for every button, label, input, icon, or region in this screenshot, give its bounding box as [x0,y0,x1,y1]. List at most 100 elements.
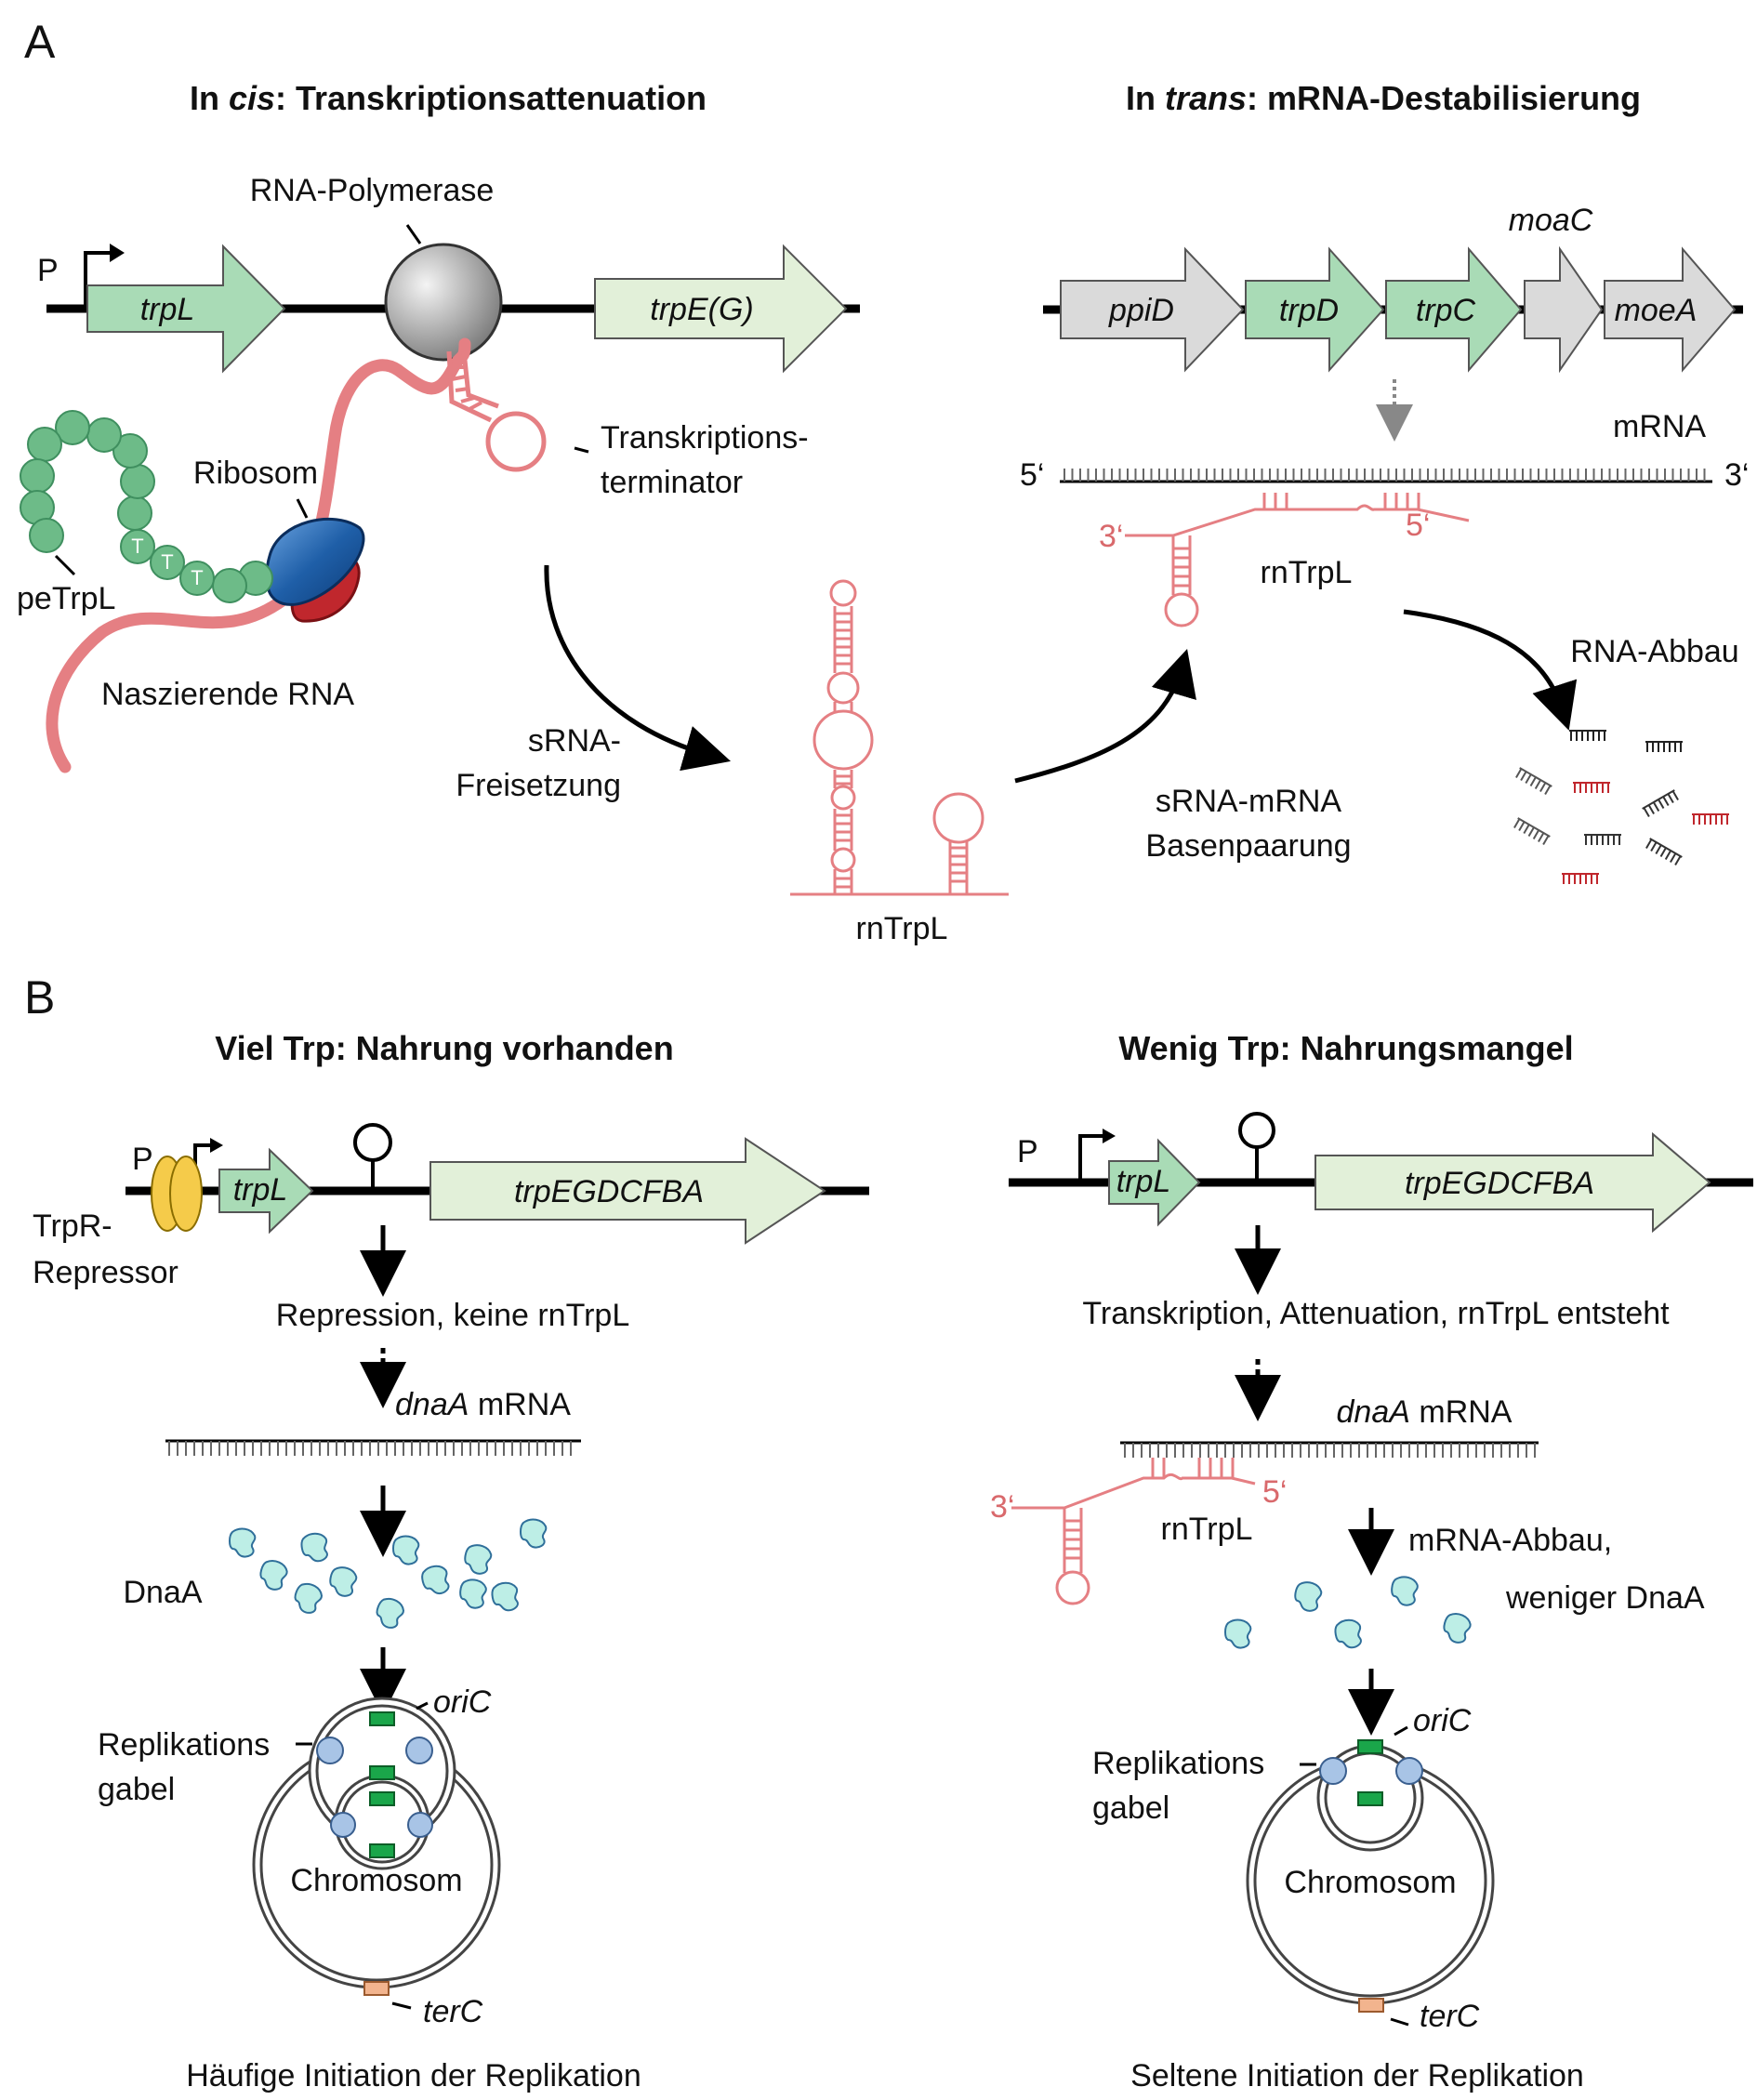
high-gene-trpL-label: trpL [233,1172,288,1208]
peptide-label: peTrpL [17,581,115,616]
high-operon-label: trpEGDCFBA [514,1174,704,1209]
trpr-repressor-icon [151,1156,203,1232]
low-fork-2-icon [1395,1757,1423,1785]
low-fork-label-1: Replikations [1092,1746,1264,1781]
high-fork-2-icon [405,1737,433,1764]
low-ori-2-icon [1357,1791,1383,1806]
low-srna-label: rnTrpL [1161,1512,1253,1547]
low-promoter-arrow-icon [1078,1134,1104,1182]
nascent-rna-label: Naszierende RNA [101,677,354,712]
high-fork-label-1: Replikations [98,1727,270,1763]
high-title: Viel Trp: Nahrung vorhanden [215,1029,673,1067]
high-gene-trpL [218,1147,314,1235]
low-result: Seltene Initiation der Replikation [1130,2058,1584,2093]
high-ori-icon [369,1711,395,1726]
low-mrna-label: dnaA mRNA [1337,1394,1513,1430]
trans-mrna-5end: 5‘ [1020,457,1044,493]
trans-pairing-lines-icon [1173,493,1420,588]
high-ori-2-icon [369,1765,395,1780]
high-attenuator-loop-icon [353,1123,392,1162]
cis-title: In cis: Transkriptionsattenuation [190,79,707,117]
srna-label: rnTrpL [856,911,948,946]
low-dnaa-mrna-strand [1120,1441,1539,1458]
high-fork-3-icon [330,1812,356,1838]
high-ter-leader [391,2001,412,2010]
panel-a-cis: In cis: Transkriptionsattenuation P trpL… [17,79,1009,946]
low-chromosome-label: Chromosom [1284,1865,1456,1900]
trans-gene-label-0: ppiD [1108,293,1174,328]
high-fork-4-icon [407,1812,433,1838]
rna-polymerase-icon [384,243,503,362]
trans-gene-label-1: trpD [1279,293,1339,328]
high-dnaa-proteins-icon [229,1518,548,1629]
low-operon-label: trpEGDCFBA [1405,1166,1594,1201]
high-ori-3-icon [369,1791,395,1806]
trans-gene-above-label: moaC [1509,203,1593,238]
trans-gene-trpD [1245,246,1385,373]
low-promoter-arrowhead-icon [1103,1129,1116,1143]
trans-mrna-strand [1060,469,1712,483]
trans-gene-moeA [1604,246,1737,373]
release-label-1: sRNA- [528,723,621,759]
low-ori-leader [1394,1725,1408,1737]
low-srna-5end: 5‘ [1262,1474,1287,1510]
degradation-arrow-icon [1403,609,1578,731]
low-step1: Transkription, Attenuation, rnTrpL entst… [1082,1296,1670,1331]
high-ter-icon [363,1981,390,1996]
trans-gene-ppiD [1060,246,1245,373]
low-degr-label-1: mRNA-Abbau, [1408,1523,1612,1558]
trans-title: In trans: mRNA-Destabilisierung [1126,79,1641,117]
srna-structure-icon [790,579,1009,896]
high-fork-label-2: gabel [98,1772,175,1807]
low-fork-label-2: gabel [1092,1790,1169,1826]
release-label-2: Freisetzung [456,768,621,803]
high-fork-icon [316,1737,344,1764]
low-ter-label: terC [1420,1999,1480,2034]
high-ori-label: oriC [433,1684,492,1720]
low-operon [1314,1131,1711,1234]
low-title: Wenig Trp: Nahrungsmangel [1118,1029,1573,1067]
low-fork-icon [1319,1757,1347,1785]
cis-gene-trpEG-label: trpE(G) [650,292,753,327]
high-promoter-arrow-icon [193,1143,212,1169]
high-step1: Repression, keine rnTrpL [276,1298,629,1333]
low-ori-label: oriC [1413,1703,1472,1738]
high-ori-leader [416,1701,429,1710]
low-ter-leader [1390,2017,1409,2027]
terminator-label-1: Transkriptions- [601,420,809,456]
low-ter-icon [1358,1998,1384,2013]
low-srna-3end: 3‘ [990,1489,1014,1525]
high-dnaa-mrna-strand [165,1439,581,1456]
polymerase-leader-line [405,224,422,244]
peptide-residue-1: T [131,535,143,558]
low-pairing-lines-icon [1064,1458,1235,1560]
pairing-label-1: sRNA-mRNA [1156,784,1342,819]
peptide-residue-3: T [191,566,203,589]
panel-a-letter: A [24,16,56,68]
trans-mrna-3end: 3‘ [1724,457,1749,493]
panel-b-high-trp: Viel Trp: Nahrung vorhanden P trpL TrpR-… [33,1029,869,2093]
low-degr-label-2: weniger DnaA [1505,1580,1705,1616]
trans-srna-3end: 3‘ [1099,519,1123,554]
repressor-label-1: TrpR- [33,1208,112,1244]
peptide-residue-2: T [161,550,173,574]
trans-gene-label-3: moeA [1615,293,1698,328]
high-chromosome-label: Chromosom [290,1863,462,1898]
release-arrow-icon [544,564,732,772]
low-gene-trpL-label: trpL [1116,1164,1171,1199]
low-attenuator-loop-icon [1238,1112,1275,1149]
high-chromosome-icon [252,1697,501,1989]
high-result: Häufige Initiation der Replikation [186,2058,641,2093]
trans-gene-moaC [1524,245,1604,374]
high-protein-label: DnaA [123,1575,202,1610]
high-promoter-arrowhead-icon [210,1138,223,1153]
cis-gene-trpL [86,244,286,374]
cis-gene-trpEG [594,244,848,374]
pairing-label-2: Basenpaarung [1145,828,1351,864]
terminator-leader-line [574,446,589,454]
trans-gene-label-2: trpC [1416,293,1476,328]
panel-b-low-trp: Wenig Trp: Nahrungsmangel P trpL trpEGDC… [990,1029,1753,2093]
low-promoter-label: P [1017,1134,1038,1169]
ribosome-label: Ribosom [193,456,318,491]
